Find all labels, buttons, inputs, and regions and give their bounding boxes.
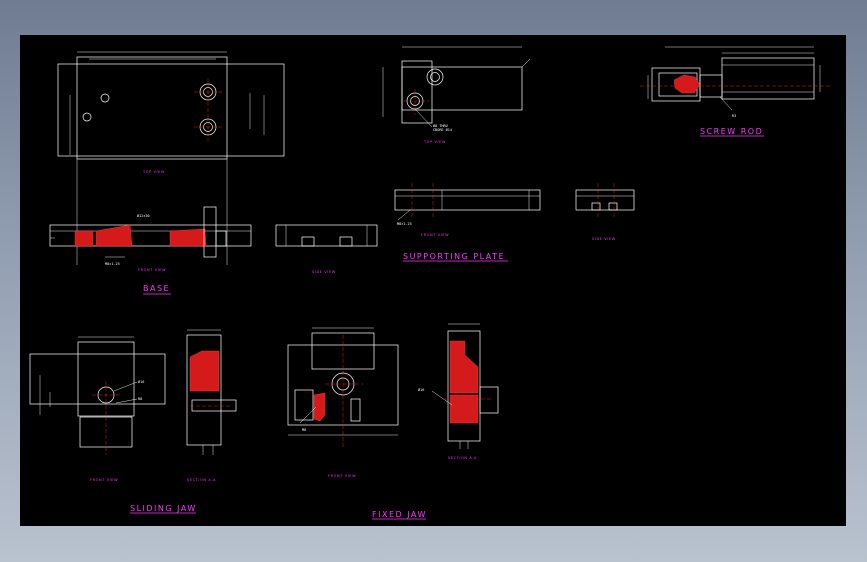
base-front-view-caption: FRONT VIEW bbox=[138, 268, 166, 272]
svg-text:R8: R8 bbox=[138, 397, 142, 401]
base-side-view: SIDE VIEW bbox=[275, 224, 378, 274]
base-side-view-caption: SIDE VIEW bbox=[312, 270, 336, 274]
fixed-jaw-front-view: M8 FRONT VIEW bbox=[287, 327, 399, 478]
plate-front-view: M8×1.25 FRONT VIEW bbox=[394, 183, 541, 237]
fixed-jaw-title: FIXED JAW bbox=[372, 510, 427, 519]
fixed-jaw-section-view: Ø16 SECTION A-A bbox=[418, 323, 499, 460]
sliding-jaw-front-view-caption: FRONT VIEW bbox=[90, 478, 118, 482]
svg-text:Ø16: Ø16 bbox=[138, 379, 144, 384]
base-front-view: M8×1.25 Ø12×30 FRONT VIEW bbox=[49, 206, 252, 272]
fixed-jaw-front-view-caption: FRONT VIEW bbox=[328, 474, 356, 478]
base-title: BASE bbox=[143, 284, 170, 293]
supporting-plate-title: SUPPORTING PLATE bbox=[403, 252, 505, 261]
svg-text:Ø8 THRU: Ø8 THRU bbox=[433, 123, 448, 128]
svg-text:M8: M8 bbox=[302, 428, 306, 432]
svg-text:Ø12×30: Ø12×30 bbox=[137, 213, 150, 218]
svg-text:R3: R3 bbox=[732, 114, 736, 118]
base-top-view: TOP VIEW bbox=[57, 51, 285, 265]
screw-rod-title: SCREW ROD bbox=[700, 127, 763, 136]
plate-top-view: Ø8 THRU CBORE Ø14 TOP VIEW bbox=[382, 46, 531, 144]
plate-side-view-caption: SIDE VIEW bbox=[592, 237, 616, 241]
drawing-sheet: TOP VIEW M8×1.25 Ø12×30 FRONT VIEW SIDE … bbox=[20, 35, 846, 526]
cad-drawing: TOP VIEW M8×1.25 Ø12×30 FRONT VIEW SIDE … bbox=[29, 46, 830, 520]
svg-text:Ø16: Ø16 bbox=[418, 387, 424, 392]
sliding-jaw-section-caption: SECTION A-A bbox=[187, 478, 216, 482]
sliding-jaw-title: SLIDING JAW bbox=[130, 504, 197, 513]
plate-front-view-caption: FRONT VIEW bbox=[421, 233, 449, 237]
svg-text:CBORE Ø14: CBORE Ø14 bbox=[433, 127, 452, 132]
sliding-jaw-section-view: SECTION A-A bbox=[186, 329, 237, 482]
svg-text:M8×1.25: M8×1.25 bbox=[105, 262, 120, 266]
svg-text:M8×1.25: M8×1.25 bbox=[397, 222, 412, 226]
screw-rod-view: R3 bbox=[640, 46, 830, 118]
sliding-jaw-front-view: Ø16 R8 FRONT VIEW bbox=[29, 336, 166, 482]
plate-top-view-caption: TOP VIEW bbox=[423, 140, 446, 144]
base-top-view-caption: TOP VIEW bbox=[142, 170, 165, 174]
fixed-jaw-section-caption: SECTION A-A bbox=[448, 456, 477, 460]
plate-side-view: SIDE VIEW bbox=[575, 183, 635, 241]
